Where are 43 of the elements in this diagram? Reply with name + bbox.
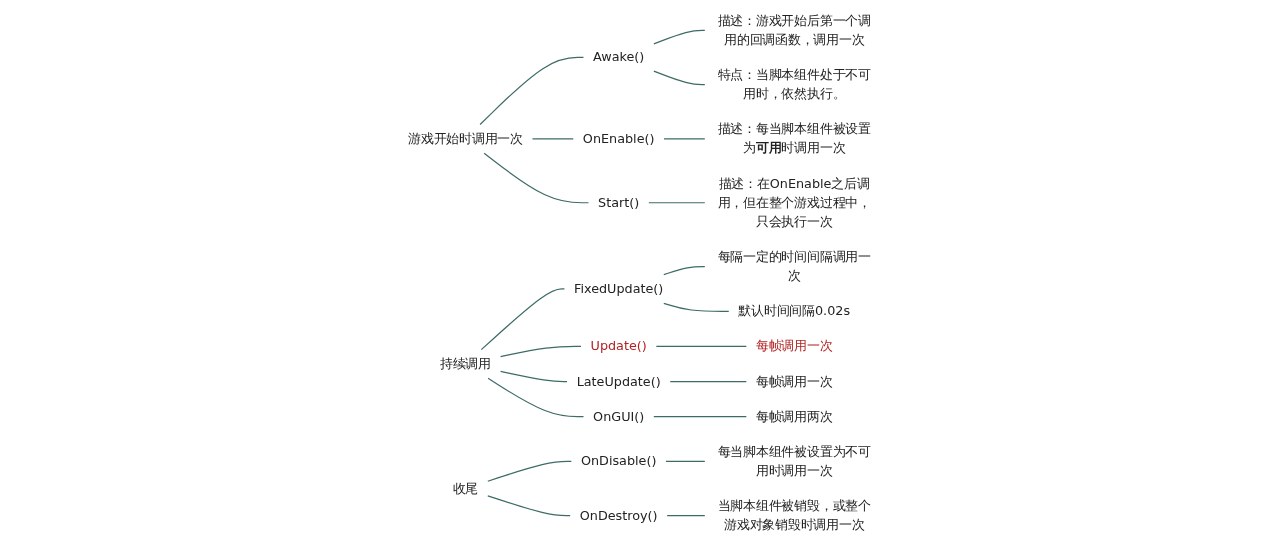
node-text: Update() <box>590 338 647 354</box>
connector <box>653 416 747 418</box>
node-text: 每帧调用一次 <box>755 338 833 354</box>
connector <box>669 380 747 383</box>
node-text: 每帧调用一次 <box>755 373 833 389</box>
node-text: Start() <box>598 194 640 210</box>
node-text: Awake() <box>593 49 645 65</box>
connector <box>663 138 706 140</box>
connector <box>487 377 585 418</box>
node-text: 特点：当脚本组件处于不可用时，依然执行。 <box>717 67 871 102</box>
connector <box>487 460 572 482</box>
node-text: 描述：在OnEnable之后调用，但在整个游戏过程中，只会执行一次 <box>717 175 871 230</box>
node-text: 描述：每当脚本组件被设置为可用时调用一次 <box>717 121 871 156</box>
connector <box>499 370 568 383</box>
connector <box>663 302 730 312</box>
node-text: 描述：游戏开始后第一个调用的回调函数，调用一次 <box>717 12 871 48</box>
connector <box>487 495 571 517</box>
node-text: 每帧调用两次 <box>755 408 833 424</box>
node-text: OnGUI() <box>593 408 645 424</box>
node-text: OnEnable() <box>582 130 655 147</box>
node-text: OnDisable() <box>580 453 657 469</box>
node-text: 持续调用 <box>439 356 491 372</box>
connector <box>531 138 574 140</box>
connector <box>655 345 747 348</box>
connector <box>653 70 706 86</box>
node-text: OnDestroy() <box>579 507 658 523</box>
node-text: FixedUpdate() <box>573 280 664 297</box>
connector <box>648 202 706 204</box>
connector <box>665 460 706 462</box>
connector <box>480 288 565 351</box>
connector <box>483 152 590 204</box>
node-text: 每隔一定的时间间隔调用一次 <box>717 249 871 284</box>
node-text: 默认时间间隔0.02s <box>738 303 851 319</box>
connector <box>499 345 582 358</box>
node-text: 游戏开始时调用一次 <box>407 130 523 147</box>
connector <box>663 266 706 276</box>
node-text: 每当脚本组件被设置为不可用时调用一次 <box>717 443 871 479</box>
connector <box>666 515 706 517</box>
connector <box>479 56 585 126</box>
connector <box>653 29 706 45</box>
node-text: LateUpdate() <box>576 373 661 389</box>
node-text: 收尾 <box>452 480 479 496</box>
node-text: 当脚本组件被销毁，或整个游戏对象销毁时调用一次 <box>717 498 871 533</box>
